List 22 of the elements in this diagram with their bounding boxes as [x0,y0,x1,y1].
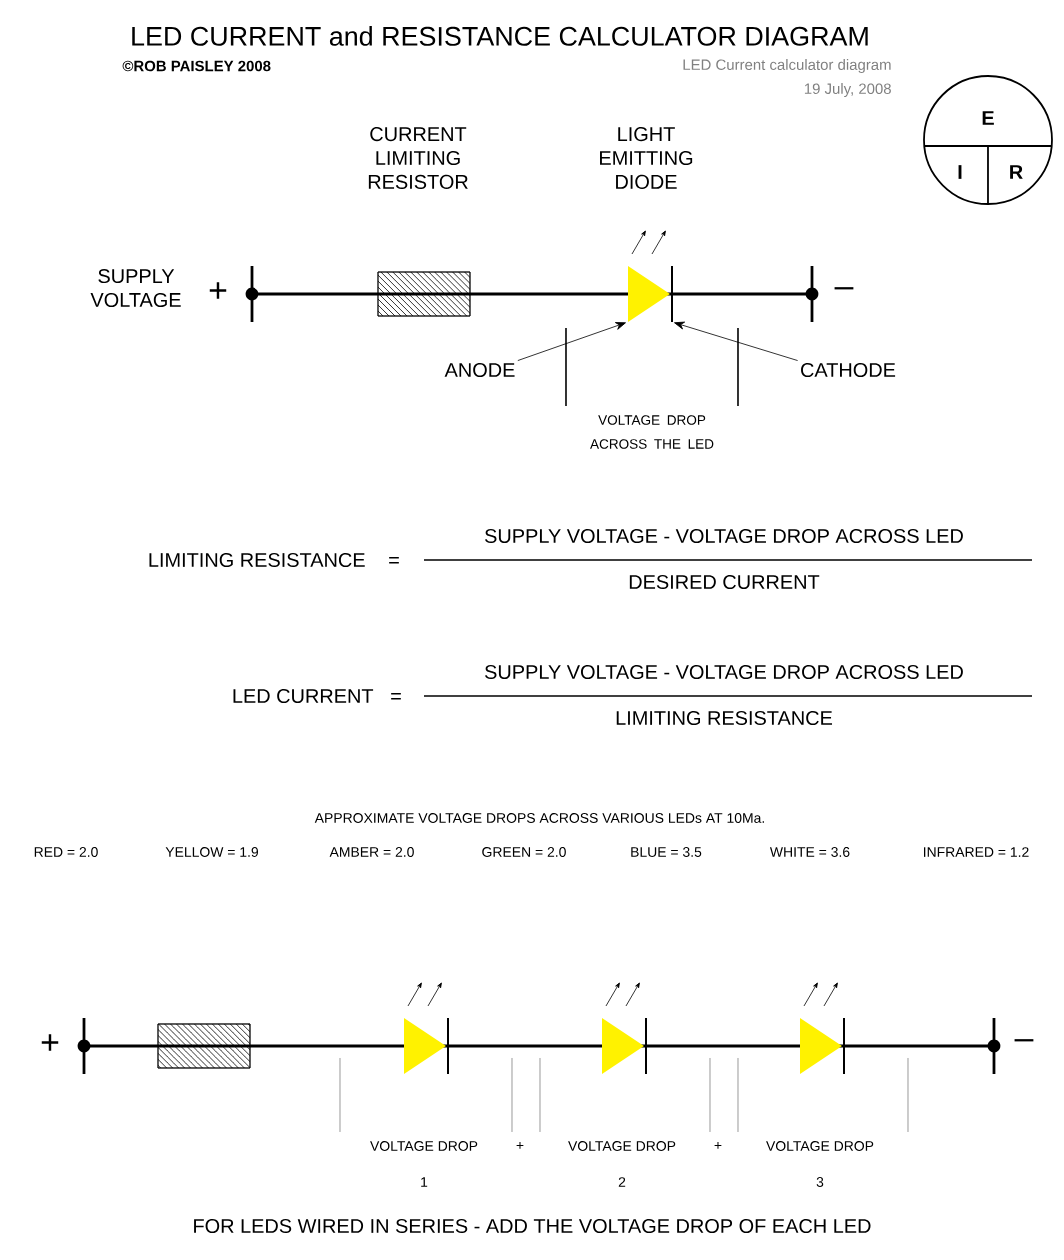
leader-line [674,321,798,361]
formula-numerator: SUPPLY VOLTAGE - VOLTAGE DROP ACROSS LED [485,664,963,680]
formula-term: LED CURRENT [233,688,374,704]
polarity-sign: – [1014,1039,1034,1042]
polarity-sign: + [209,282,227,299]
formula-denominator: LIMITING RESISTANCE [616,710,832,726]
leader-line [517,322,626,361]
component-label: CURRENT LIMITING RESISTOR [368,127,468,189]
formula-numerator: SUPPLY VOLTAGE - VOLTAGE DROP ACROSS LED [485,528,963,544]
led-symbol [628,230,673,323]
equals-sign: = [389,557,399,564]
polarity-sign: + [41,1034,59,1051]
formula-denominator: DESIRED CURRENT [629,574,820,590]
title: LED CURRENT and RESISTANCE CALCULATOR DIAGRAM [132,26,868,46]
part-label: CATHODE [801,362,896,378]
footer-note: FOR LEDS WIRED IN SERIES - ADD THE VOLTAGE DROP OF EACH LED [194,1218,871,1234]
formula-term: LIMITING RESISTANCE [149,552,365,568]
supply-label: SUPPLY VOLTAGE [90,269,181,307]
part-label: ANODE [444,362,515,378]
polarity-sign: – [834,287,854,290]
equals-sign: = [391,693,401,700]
component-label: LIGHT EMITTING DIODE [600,127,693,189]
